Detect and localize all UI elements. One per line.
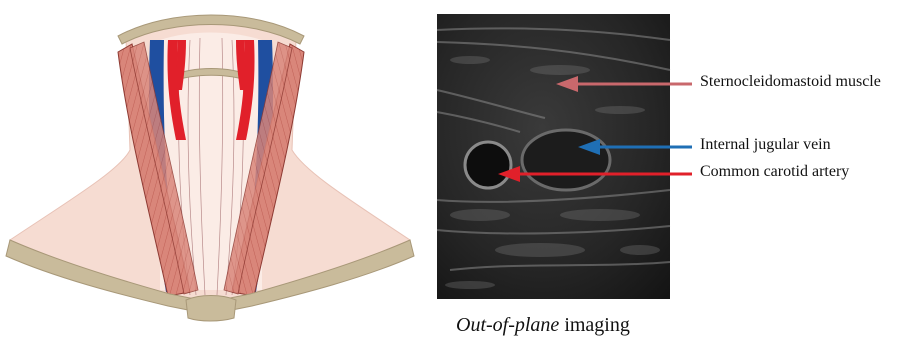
carotid-artery-lumen (465, 142, 511, 188)
figure-caption: Out-of-plane imaging (456, 314, 630, 337)
sternum (186, 296, 236, 322)
caption-rest: imaging (559, 314, 630, 336)
caption-italic: Out-of-plane (456, 314, 559, 336)
jugular-vein-lumen (522, 130, 610, 190)
neck-anatomy-illustration (6, 15, 414, 321)
label-sternocleidomastoid: Sternocleidomastoid muscle (700, 73, 881, 91)
label-internal-jugular-vein: Internal jugular vein (700, 136, 831, 154)
label-common-carotid-artery: Common carotid artery (700, 163, 849, 181)
ultrasound-image (437, 14, 670, 299)
